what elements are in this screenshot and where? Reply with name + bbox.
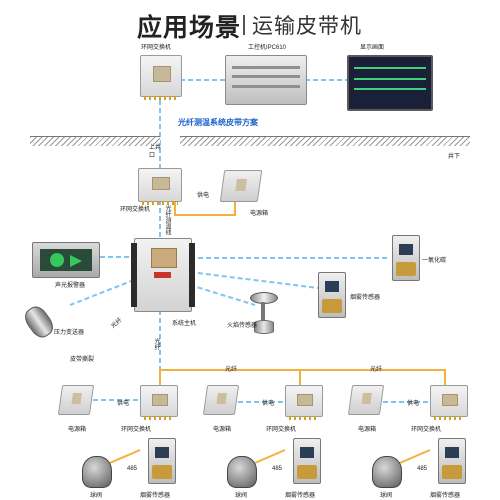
rs485-bus-2 [249, 449, 286, 466]
fiber-link-3 [174, 200, 236, 216]
ring-switch-1-label: 环网交换机 [121, 427, 152, 433]
sound-light-label: 声光报警器 [55, 283, 86, 289]
co-label: 一氧化碳 [422, 258, 447, 264]
display-label: 显示画面 [360, 45, 385, 51]
hub-1 [82, 456, 112, 488]
ring-switch-2-label: 环网交换机 [266, 427, 297, 433]
hub-3-label: 球阀 [380, 493, 393, 499]
power-box-3-label: 电源箱 [358, 427, 377, 433]
hub-1-label: 球阀 [90, 493, 103, 499]
smoke-sensor-3 [438, 438, 466, 484]
ring-switch-mid [138, 168, 182, 205]
smoke-sensor-1 [148, 438, 176, 484]
ring-switch-2 [285, 385, 323, 420]
smoke-sensor-3-label: 烟雾传感器 [430, 493, 461, 499]
link-host-pressure [69, 279, 135, 306]
power-box-1-label: 电源箱 [68, 427, 87, 433]
smoke-label: 烟雾传感器 [350, 295, 381, 301]
smoke-sensor-2-label: 烟雾传感器 [285, 493, 316, 499]
smoke-sensor-2 [293, 438, 321, 484]
power-box-2-label: 电源箱 [213, 427, 232, 433]
bus-3-label: 485 [417, 466, 428, 472]
fire-sensor-base [254, 320, 274, 334]
sound-light-alarm [32, 242, 100, 278]
dc-1-label: 供电 [117, 401, 130, 407]
dc-2-label: 供电 [262, 401, 275, 407]
ring-switch-top [140, 55, 182, 100]
bus-1-label: 485 [127, 466, 138, 472]
belt-tear-label: 皮带撕裂 [70, 357, 95, 363]
dc-3-label: 供电 [407, 401, 420, 407]
link-host-smoke [189, 271, 319, 289]
page-subtitle: 运输皮带机 [252, 15, 362, 38]
fiber-a-label: 光纤 [225, 367, 238, 373]
power-box-1 [57, 385, 95, 415]
dc-label: 供电 [197, 193, 210, 199]
co-sensor [392, 235, 420, 281]
title-divider [243, 15, 245, 35]
shaft-mouth-label: 口 [149, 153, 156, 159]
power-box-upper [219, 170, 263, 202]
ring-switch-top-label: 环网交换机 [141, 45, 172, 51]
hub-3 [372, 456, 402, 488]
system-host-label: 系统主机 [172, 321, 197, 327]
rs485-bus-1 [104, 449, 141, 466]
fiber-vertical-label: 光纤 [153, 338, 159, 350]
smoke-sensor-1-label: 烟雾传感器 [140, 493, 171, 499]
system-host [131, 238, 195, 312]
ring-switch-3 [430, 385, 468, 420]
page-header: 应用场景 运输皮带机 [0, 6, 500, 42]
bus-2-label: 485 [272, 466, 283, 472]
fire-label: 火焰传感器 [227, 323, 258, 329]
fire-sensor-rod [261, 302, 265, 320]
display-screen [347, 55, 433, 111]
shaft-up-label: 上井 [149, 145, 162, 151]
fiber-cable-label: 光纤测温线 [164, 205, 170, 235]
ground-surface-right [180, 136, 470, 146]
link-host-fire [189, 284, 256, 306]
ground-surface-left [30, 136, 160, 146]
ring-switch-3-label: 环网交换机 [411, 427, 442, 433]
page-title: 应用场景 [137, 14, 242, 42]
fiber-link-2 [299, 369, 446, 385]
hub-2 [227, 456, 257, 488]
power-box-2 [202, 385, 240, 415]
rs485-bus-3 [394, 449, 431, 466]
pressure-label: 压力变送器 [54, 330, 85, 336]
industrial-pc [225, 55, 307, 105]
underground-label: 井下 [448, 154, 461, 160]
power-box-3 [347, 385, 385, 415]
smoke-sensor-mid [318, 272, 346, 318]
industrial-pc-label: 工控机IPC610 [248, 45, 287, 51]
ring-switch-1 [140, 385, 178, 420]
ring-switch-mid-label: 环网交换机 [120, 207, 151, 213]
power-box-upper-label: 电源箱 [250, 211, 269, 217]
scheme-title: 光纤测温系统皮带方案 [178, 118, 258, 127]
hub-2-label: 球阀 [235, 493, 248, 499]
fiber-b-label: 光纤 [370, 367, 383, 373]
